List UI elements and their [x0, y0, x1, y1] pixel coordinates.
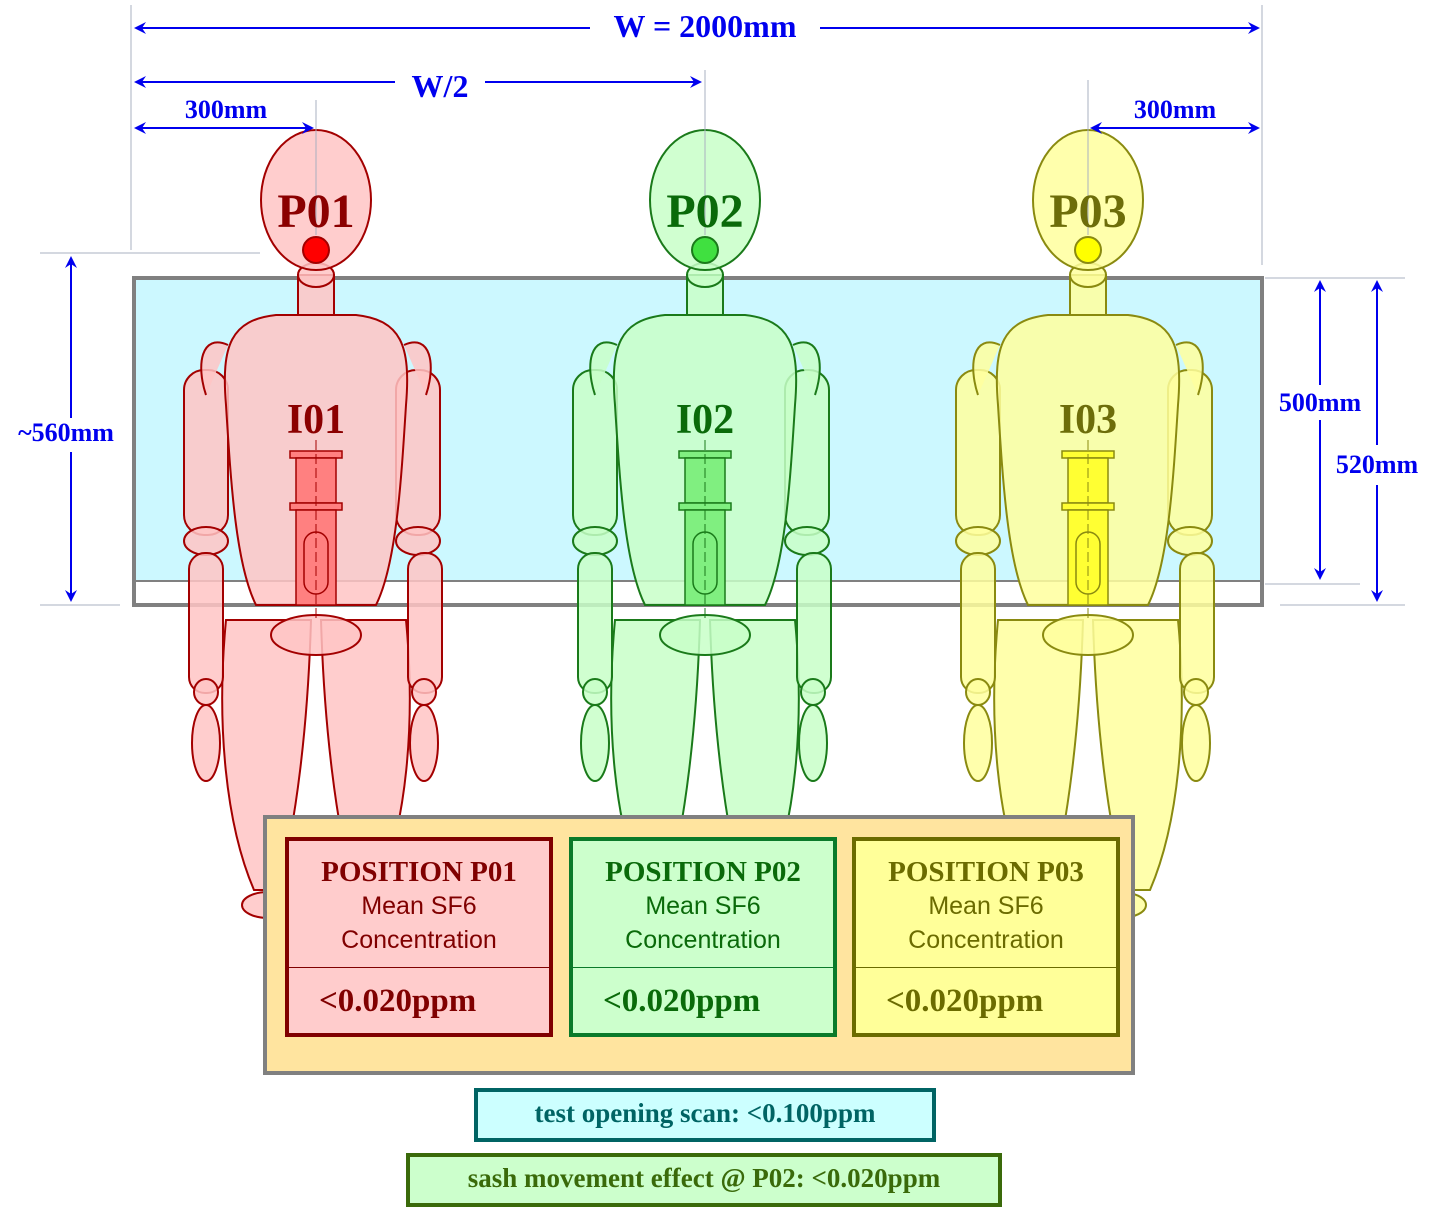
sampling-point-dot [1074, 236, 1102, 264]
result-value: <0.020ppm [319, 983, 477, 1019]
outer-height-label: 520mm [1336, 450, 1419, 479]
injector-label: I01 [287, 397, 345, 443]
sash-note: sash movement effect @ P02: <0.020ppm [406, 1153, 1002, 1207]
scan-note: test opening scan: <0.100ppm [474, 1088, 936, 1142]
result-line2: Concentration [341, 926, 497, 954]
sash-note-text: sash movement effect @ P02: <0.020ppm [467, 1163, 941, 1193]
left-height-label: ~560mm [18, 418, 114, 447]
position-label: P02 [666, 185, 743, 238]
total-width-label: W = 2000mm [614, 8, 797, 44]
result-divider [573, 967, 833, 968]
result-title: POSITION P03 [888, 856, 1084, 888]
inner-height-label: 500mm [1279, 388, 1362, 417]
result-line1: Mean SF6 [361, 892, 477, 920]
result-divider [289, 967, 549, 968]
position-label: P03 [1049, 185, 1126, 238]
sampling-point-dot [691, 236, 719, 264]
half-width-label: W/2 [412, 68, 469, 104]
result-line1: Mean SF6 [928, 892, 1044, 920]
result-title: POSITION P02 [605, 856, 801, 888]
result-value: <0.020ppm [886, 983, 1044, 1019]
position-label: P01 [277, 185, 354, 238]
left-offset-label: 300mm [185, 95, 268, 124]
result-line2: Concentration [625, 926, 781, 954]
result-title: POSITION P01 [321, 856, 517, 888]
scan-note-text: test opening scan: <0.100ppm [534, 1098, 876, 1128]
injector-label: I02 [676, 397, 734, 443]
result-line2: Concentration [908, 926, 1064, 954]
result-divider [856, 967, 1116, 968]
tracer-injector [289, 440, 343, 620]
tracer-injector [678, 440, 732, 620]
right-offset-label: 300mm [1134, 95, 1217, 124]
injector-label: I03 [1059, 397, 1117, 443]
sampling-point-dot [302, 236, 330, 264]
dimension-lines [40, 5, 1405, 606]
tracer-injector [1061, 440, 1115, 620]
result-line1: Mean SF6 [645, 892, 761, 920]
result-value: <0.020ppm [603, 983, 761, 1019]
